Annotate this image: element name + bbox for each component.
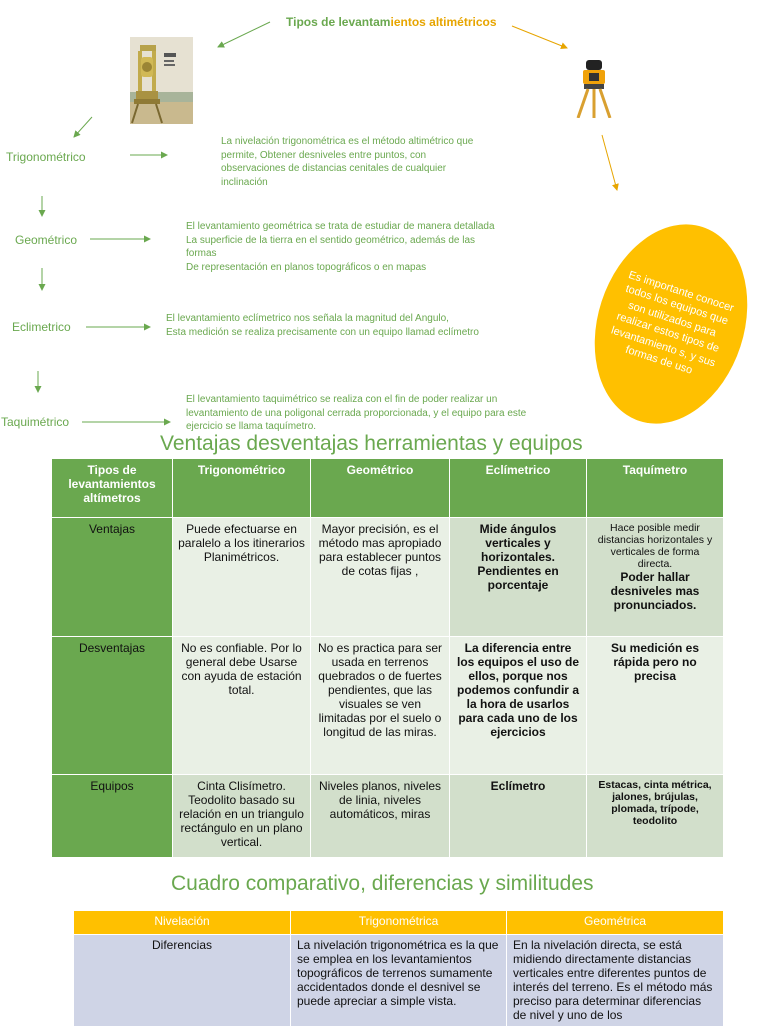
table-cell: No es practica para ser usada en terreno… bbox=[310, 636, 450, 775]
label-trigonometrico: Trigonométrico bbox=[6, 150, 86, 164]
table1-header-row: Tipos de levantamientos altímetros Trigo… bbox=[51, 458, 724, 518]
table2-title: Cuadro comparativo, diferencias y simili… bbox=[171, 872, 594, 895]
desc-geometrico: El levantamiento geométrica se trata de … bbox=[186, 221, 495, 273]
row-label-ventajas: Ventajas bbox=[51, 517, 173, 637]
table-cell: Su medición es rápida pero no precisa bbox=[586, 636, 724, 775]
table2-header-row: Nivelación Trigonométrica Geométrica bbox=[73, 910, 724, 935]
arrow-title-to-theodolite bbox=[217, 21, 271, 48]
arrow-title-to-station bbox=[511, 25, 568, 50]
row-label-diferencias: Diferencias bbox=[73, 934, 291, 1027]
table-cell: La nivelación trigonométrica es la que s… bbox=[290, 934, 507, 1027]
arrow-station-to-oval bbox=[601, 134, 619, 191]
advantages-table: Tipos de levantamientos altímetros Trigo… bbox=[51, 458, 724, 858]
desc-trigonometrico: La nivelación trigonométrica es el métod… bbox=[221, 136, 474, 188]
row-label-equipos: Equipos bbox=[51, 774, 173, 858]
label-geometrico: Geométrico bbox=[15, 233, 78, 247]
table1-header: Trigonométrico bbox=[172, 458, 311, 518]
table-cell: Niveles planos, niveles de linia, nivele… bbox=[310, 774, 450, 858]
diagram-arrows bbox=[34, 21, 619, 426]
table1-title: Ventajas desventajas herramientas y equi… bbox=[160, 432, 583, 455]
table-cell: En la nivelación directa, se está midien… bbox=[506, 934, 724, 1027]
table-row: Desventajas No es confiable. Por lo gene… bbox=[51, 636, 724, 775]
table-row: Diferencias La nivelación trigonométrica… bbox=[73, 934, 724, 1027]
table1-header: Geométrico bbox=[310, 458, 450, 518]
table1-header: Tipos de levantamientos altímetros bbox=[51, 458, 173, 518]
table-cell-text: Poder hallar desniveles mas pronunciados… bbox=[610, 570, 700, 612]
table-cell: Cinta Clisímetro. Teodolito basado su re… bbox=[172, 774, 311, 858]
table-row: Ventajas Puede efectuarse en paralelo a … bbox=[51, 517, 724, 637]
diagram-title-part2: ientos altimétricos bbox=[390, 15, 497, 29]
table-cell: No es confiable. Por lo general debe Usa… bbox=[172, 636, 311, 775]
table-cell: Eclímetro bbox=[449, 774, 587, 858]
arrow-to-trigonometrico bbox=[73, 116, 93, 138]
table-cell: La diferencia entre los equipos el uso d… bbox=[449, 636, 587, 775]
table-row: Equipos Cinta Clisímetro. Teodolito basa… bbox=[51, 774, 724, 858]
table-cell: Mide ángulos verticales y horizontales. … bbox=[449, 517, 587, 637]
note-oval-label: Es importante conocer todos los equipos … bbox=[609, 268, 736, 377]
table2-header: Trigonométrica bbox=[290, 910, 507, 935]
theodolite-image bbox=[130, 37, 193, 124]
label-taquimetrico: Taquimétrico bbox=[1, 415, 70, 429]
diagram-title-part1: Tipos de levantam bbox=[286, 15, 391, 29]
row-label-desventajas: Desventajas bbox=[51, 636, 173, 775]
desc-eclimetrico: El levantamiento eclímetrico nos señala … bbox=[166, 313, 479, 338]
diagram-title: Tipos de levantamientos altimétricos bbox=[286, 15, 497, 29]
table-cell: Estacas, cinta métrica, jalones, brújula… bbox=[586, 774, 724, 858]
table-cell: Puede efectuarse en paralelo a los itine… bbox=[172, 517, 311, 637]
comparison-table: Nivelación Trigonométrica Geométrica Dif… bbox=[73, 910, 724, 1027]
table-cell: Mayor precisión, es el método mas apropi… bbox=[310, 517, 450, 637]
table2-header: Nivelación bbox=[73, 910, 291, 935]
total-station-image bbox=[574, 58, 614, 119]
table1-header: Eclímetrico bbox=[449, 458, 587, 518]
table2-header: Geométrica bbox=[506, 910, 724, 935]
table-cell: Hace posible medir distancias horizontal… bbox=[586, 517, 724, 637]
table1-header: Taquímetro bbox=[586, 458, 724, 518]
table-cell-text: Hace posible medir distancias horizontal… bbox=[597, 522, 713, 570]
desc-taquimetrico: El levantamiento taquimétrico se realiza… bbox=[186, 394, 527, 432]
label-eclimetrico: Eclimetrico bbox=[12, 320, 71, 334]
